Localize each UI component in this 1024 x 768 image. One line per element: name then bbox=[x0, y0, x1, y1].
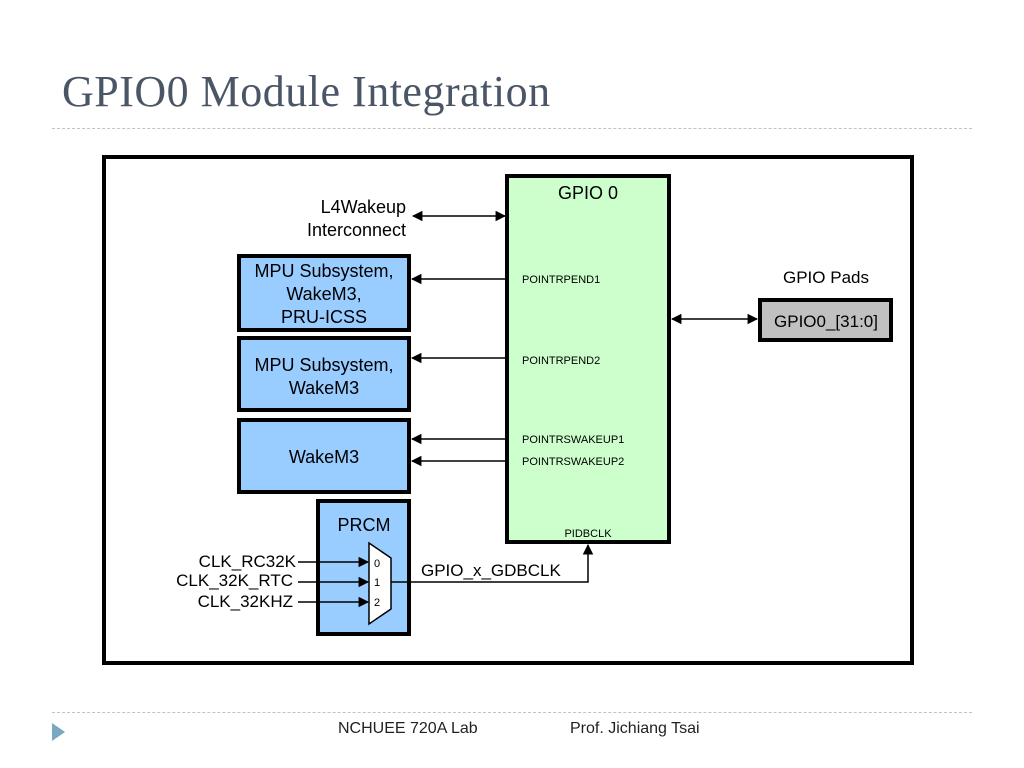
clock-input-32khz: CLK_32KHZ bbox=[198, 592, 293, 611]
prcm-title: PRCM bbox=[338, 515, 391, 535]
signal-pointrpend2: POINTRPEND2 bbox=[522, 355, 600, 367]
clock-input-rc32k: CLK_RC32K bbox=[199, 552, 297, 571]
triangle-bullet-icon bbox=[52, 723, 65, 741]
mux-input-0: 0 bbox=[374, 558, 380, 570]
signal-pointrswakeup1: POINTRSWAKEUP1 bbox=[522, 434, 624, 446]
mpu-wakem3-pru-line2: WakeM3, bbox=[286, 284, 361, 304]
gpio0-block-title: GPIO 0 bbox=[558, 183, 618, 203]
mpu-wakem3-block bbox=[237, 336, 411, 412]
mux-input-1: 1 bbox=[374, 577, 380, 589]
gpio-pads-label: GPIO0_[31:0] bbox=[774, 312, 878, 331]
slide-title: GPIO0 Module Integration bbox=[62, 67, 551, 116]
signal-pidbclk: PIDBCLK bbox=[564, 528, 612, 540]
signal-pointrswakeup2: POINTRSWAKEUP2 bbox=[522, 456, 624, 468]
gdbclk-label: GPIO_x_GDBCLK bbox=[421, 561, 561, 580]
signal-pointrpend1: POINTRPEND1 bbox=[522, 274, 600, 286]
prcm-block bbox=[316, 499, 411, 636]
wakem3-block bbox=[237, 418, 411, 494]
footer-divider bbox=[52, 712, 972, 713]
gpio0-block bbox=[505, 174, 671, 544]
footer-professor: Prof. Jichiang Tsai bbox=[570, 720, 700, 737]
mpu-wakem3-line1: MPU Subsystem, bbox=[254, 355, 393, 375]
mpu-wakem3-pru-line3: PRU-ICSS bbox=[281, 307, 367, 327]
gpio-pads-block bbox=[758, 298, 893, 342]
mpu-wakem3-pru-line1: MPU Subsystem, bbox=[254, 261, 393, 281]
gdbclk-arrow bbox=[391, 543, 594, 583]
interconnect-label-line2: Interconnect bbox=[307, 220, 406, 240]
mux-input-2: 2 bbox=[374, 597, 380, 609]
clock-input-32k-rtc: CLK_32K_RTC bbox=[176, 571, 293, 590]
interconnect-label-line1: L4Wakeup bbox=[321, 197, 406, 217]
gpio-pads-heading: GPIO Pads bbox=[783, 268, 869, 287]
mpu-wakem3-line2: WakeM3 bbox=[289, 378, 359, 398]
mpu-wakem3-pru-block bbox=[237, 254, 411, 332]
title-divider bbox=[52, 128, 972, 129]
footer-lab: NCHUEE 720A Lab bbox=[338, 720, 478, 737]
wakem3-label: WakeM3 bbox=[289, 447, 359, 467]
